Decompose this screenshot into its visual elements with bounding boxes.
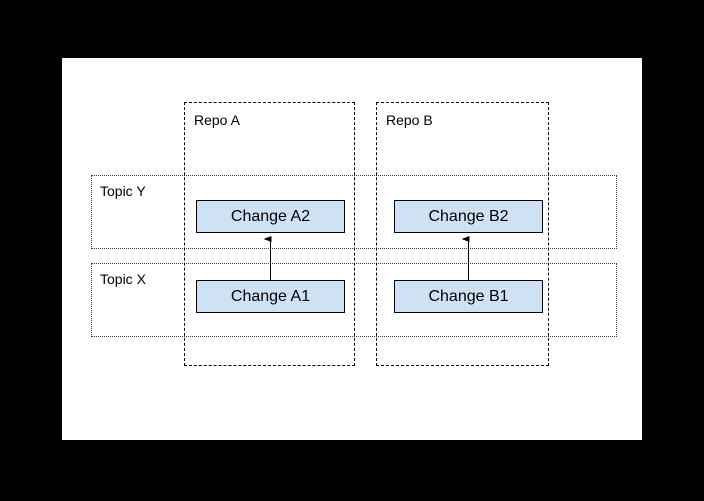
change-b2-label: Change B2 xyxy=(428,207,509,225)
drawing-canvas: Topic Y Topic X Repo A Repo B Change A2 … xyxy=(62,58,642,440)
topic-y-label: Topic Y xyxy=(100,183,146,199)
repo-a-container: Repo A xyxy=(184,102,355,366)
change-a2-box: Change A2 xyxy=(196,200,345,233)
change-a1-label: Change A1 xyxy=(230,287,311,305)
change-a1-box: Change A1 xyxy=(196,280,345,313)
repo-a-label: Repo A xyxy=(194,112,240,128)
topic-x-label: Topic X xyxy=(100,271,146,287)
repo-b-container: Repo B xyxy=(376,102,549,366)
change-b2-box: Change B2 xyxy=(394,200,543,233)
repo-b-label: Repo B xyxy=(386,112,433,128)
change-a2-label: Change A2 xyxy=(230,207,311,225)
change-b1-box: Change B1 xyxy=(394,280,543,313)
change-b1-label: Change B1 xyxy=(428,287,509,305)
